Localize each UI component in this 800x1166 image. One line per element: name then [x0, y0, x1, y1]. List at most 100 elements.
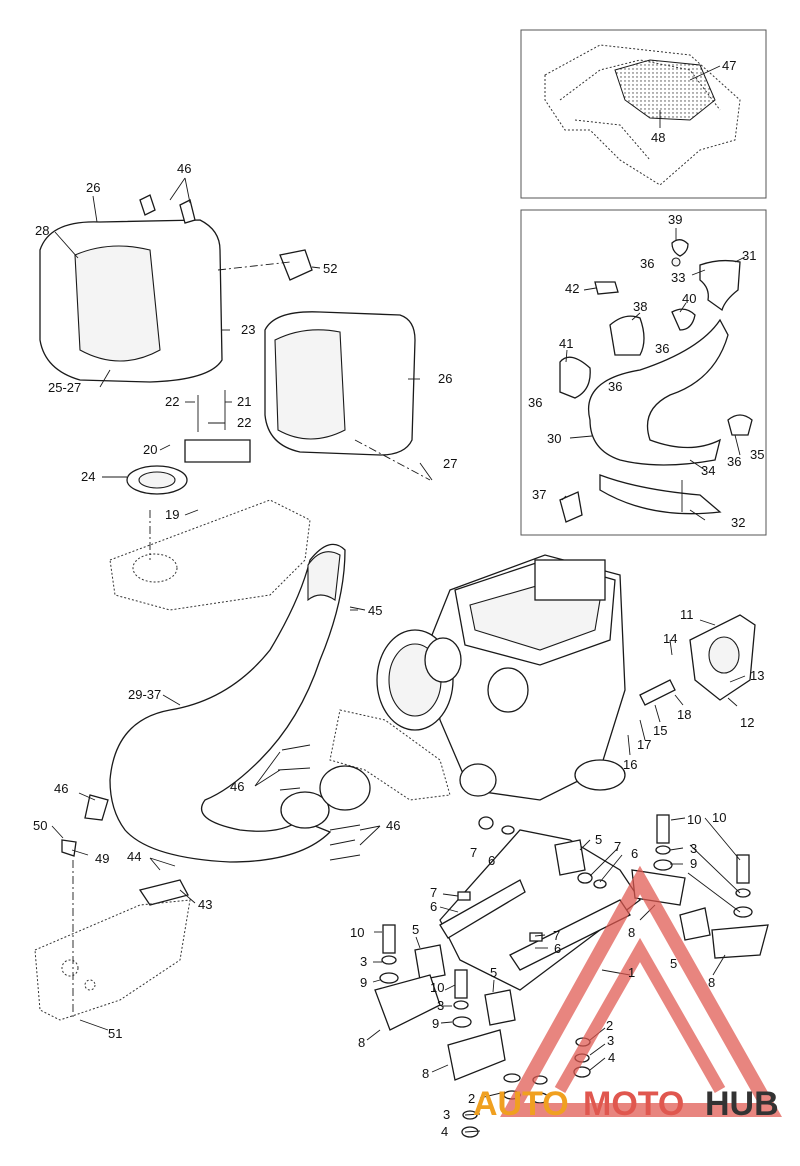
watermark-text-hub: HUB [705, 1085, 779, 1123]
callout-22-right: 22 [237, 415, 251, 430]
left-mount-bracket [34, 792, 196, 1031]
pad-part [594, 281, 619, 295]
callout-38: 38 [633, 299, 647, 314]
callout-19: 19 [165, 507, 179, 522]
callout-11: 11 [680, 607, 694, 622]
callout-3-mid: 3 [437, 998, 444, 1013]
tuned-pipe-main [109, 543, 451, 863]
clamp-ring-part [609, 315, 645, 356]
callout-7-top: 7 [614, 839, 621, 854]
engine-assembly [349, 554, 756, 801]
callout-7-mid: 7 [430, 885, 437, 900]
callout-8-mid: 8 [422, 1066, 429, 1081]
callout-28: 28 [35, 223, 49, 238]
callout-46-left: 46 [54, 781, 68, 796]
callout-39: 39 [668, 212, 682, 227]
callout-8-right-top: 8 [628, 925, 635, 940]
spring-clip [671, 239, 689, 257]
callout-33: 33 [671, 270, 685, 285]
callout-labels: 47 48 39 31 36 33 42 38 40 41 36 36 36 3… [33, 58, 764, 1139]
strap-part [559, 491, 583, 523]
callout-14: 14 [663, 631, 677, 646]
callout-46-mid: 46 [230, 779, 244, 794]
mount-plate-dotted [109, 499, 311, 611]
tuned-pipe-part [588, 318, 729, 466]
callout-10-left: 10 [350, 925, 364, 940]
callout-16: 16 [623, 757, 637, 772]
callout-48: 48 [651, 130, 665, 145]
callout-37: 37 [532, 487, 546, 502]
callout-20: 20 [143, 442, 157, 457]
callout-3-left: 3 [360, 954, 367, 969]
callout-52: 52 [323, 261, 337, 276]
callout-2-left: 2 [468, 1091, 475, 1106]
callout-51: 51 [108, 1026, 122, 1041]
callout-3-right-b: 3 [607, 1033, 614, 1048]
callout-50: 50 [33, 818, 47, 833]
heat-shield-part [614, 59, 716, 121]
callout-10-far-right: 10 [712, 810, 726, 825]
pad-52-part [279, 249, 313, 281]
callout-6-center: 6 [554, 941, 561, 956]
callout-1: 1 [628, 965, 635, 980]
callout-15: 15 [653, 723, 667, 738]
callout-36-d: 36 [528, 395, 542, 410]
callout-27: 27 [443, 456, 457, 471]
callout-41: 41 [559, 336, 573, 351]
callout-5-top: 5 [595, 832, 602, 847]
callout-4-right: 4 [608, 1050, 615, 1065]
callout-47: 47 [722, 58, 736, 73]
callout-23: 23 [241, 322, 255, 337]
callout-36-c: 36 [608, 379, 622, 394]
springs-46-top [139, 194, 196, 224]
callout-8-far-right: 8 [708, 975, 715, 990]
elbow-part [699, 259, 741, 312]
callout-7-left: 7 [470, 845, 477, 860]
callout-42: 42 [565, 281, 579, 296]
callout-10-right: 10 [687, 812, 701, 827]
callout-36-e: 36 [727, 454, 741, 469]
callout-49: 49 [95, 851, 109, 866]
callout-46-top: 46 [177, 161, 191, 176]
clamp-spring-part [559, 356, 591, 399]
callout-35: 35 [750, 447, 764, 462]
callout-13: 13 [750, 668, 764, 683]
watermark-text-auto: AUTO [473, 1085, 569, 1123]
cap-part [727, 414, 753, 436]
callout-12: 12 [740, 715, 754, 730]
muffler-assembly [39, 177, 433, 611]
callout-10-mid: 10 [430, 980, 444, 995]
callout-9-right: 9 [690, 856, 697, 871]
callout-34: 34 [701, 463, 715, 478]
callout-46-bottom: 46 [386, 818, 400, 833]
callout-2-right: 2 [606, 1018, 613, 1033]
exhaust-manifold-dotted [329, 709, 451, 801]
callout-36: 36 [640, 256, 654, 271]
callout-9-mid: 9 [432, 1016, 439, 1031]
callout-8-left: 8 [358, 1035, 365, 1050]
inset-box-heat-shield [520, 29, 767, 199]
callout-31: 31 [742, 248, 756, 263]
inset-box-tuned-pipe [520, 209, 767, 536]
pipe-tail-part [599, 474, 722, 515]
callout-29-37: 29-37 [128, 687, 161, 702]
watermark-text-moto: MOTO [583, 1085, 684, 1123]
callout-6-right: 6 [631, 846, 638, 861]
bracket-part [184, 439, 251, 463]
callout-40: 40 [682, 291, 696, 306]
callout-7-center: 7 [553, 928, 560, 943]
callout-5-left: 5 [412, 922, 419, 937]
callout-24: 24 [81, 469, 95, 484]
callout-30: 30 [547, 431, 561, 446]
callout-5-mid: 5 [490, 965, 497, 980]
clamp-ring-small [671, 308, 696, 331]
callout-3-right: 3 [690, 841, 697, 856]
callout-5-right: 5 [670, 956, 677, 971]
callout-9-left: 9 [360, 975, 367, 990]
callout-3-bottom: 3 [443, 1107, 450, 1122]
callout-26-top: 26 [86, 180, 100, 195]
callout-44: 44 [127, 849, 141, 864]
callout-43: 43 [198, 897, 212, 912]
callout-36-b: 36 [655, 341, 669, 356]
